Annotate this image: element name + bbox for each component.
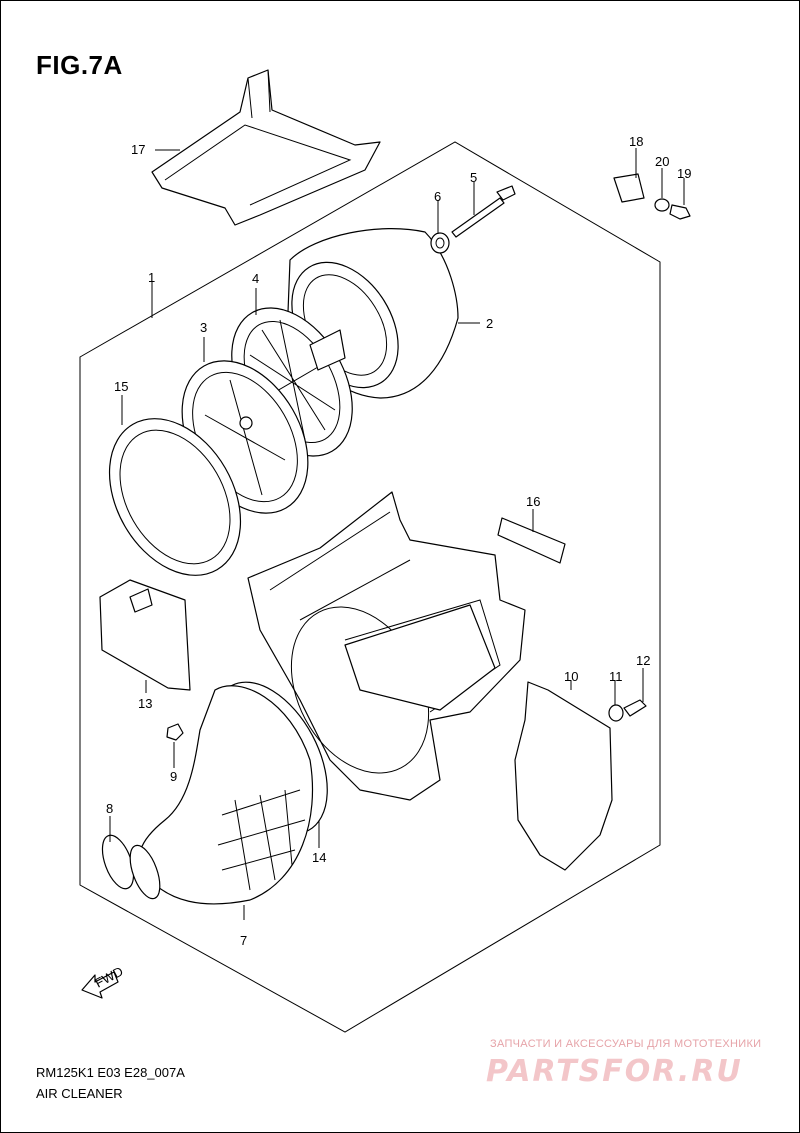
callout-12: 12 [636, 653, 650, 668]
part-7-intake-duct [138, 685, 314, 905]
callout-1: 1 [148, 270, 155, 285]
part-10-mudguard [514, 681, 613, 871]
part-17-holder [151, 69, 381, 226]
callout-20: 20 [655, 154, 669, 169]
callout-9: 9 [170, 769, 177, 784]
part-11-washer [608, 704, 624, 722]
part-5-bolt [451, 185, 516, 238]
part-9-nut [166, 723, 184, 741]
part-18-clip [613, 173, 645, 203]
watermark-tagline: ЗАПЧАСТИ И АКСЕССУАРЫ ДЛЯ МОТОТЕХНИКИ [490, 1038, 762, 1050]
part-12-bolt [623, 699, 647, 717]
part-8-clamp [101, 834, 161, 900]
part-15-gasket [108, 418, 242, 576]
callout-6: 6 [434, 189, 441, 204]
part-20-washer [654, 198, 670, 212]
figure-title: FIG.7A [36, 50, 123, 80]
callout-15: 15 [114, 379, 128, 394]
leader-lines [109, 148, 685, 920]
diagram-code: RM125K1 E03 E28_007A [36, 1065, 185, 1080]
part-16-seal [497, 517, 566, 564]
callout-4: 4 [252, 271, 259, 286]
callout-16: 16 [526, 494, 540, 509]
callout-8: 8 [106, 801, 113, 816]
callout-17: 17 [131, 142, 145, 157]
callout-14: 14 [312, 850, 326, 865]
callout-2: 2 [486, 316, 493, 331]
part-13-plate [99, 579, 191, 691]
callout-7: 7 [240, 933, 247, 948]
part-6-washer [430, 232, 450, 254]
callout-13: 13 [138, 696, 152, 711]
watermark-brand: PARTSFOR.RU [486, 1054, 743, 1089]
diagram-caption: AIR CLEANER [36, 1086, 123, 1101]
callout-19: 19 [677, 166, 691, 181]
callout-3: 3 [200, 320, 207, 335]
callout-10: 10 [564, 669, 578, 684]
callout-11: 11 [609, 669, 623, 684]
callout-5: 5 [470, 170, 477, 185]
part-1-case [247, 491, 526, 801]
fwd-arrow-icon: FWD [81, 964, 126, 999]
assembly-box-outline [79, 141, 661, 1033]
callout-18: 18 [629, 134, 643, 149]
part-19-bolt [669, 204, 691, 220]
